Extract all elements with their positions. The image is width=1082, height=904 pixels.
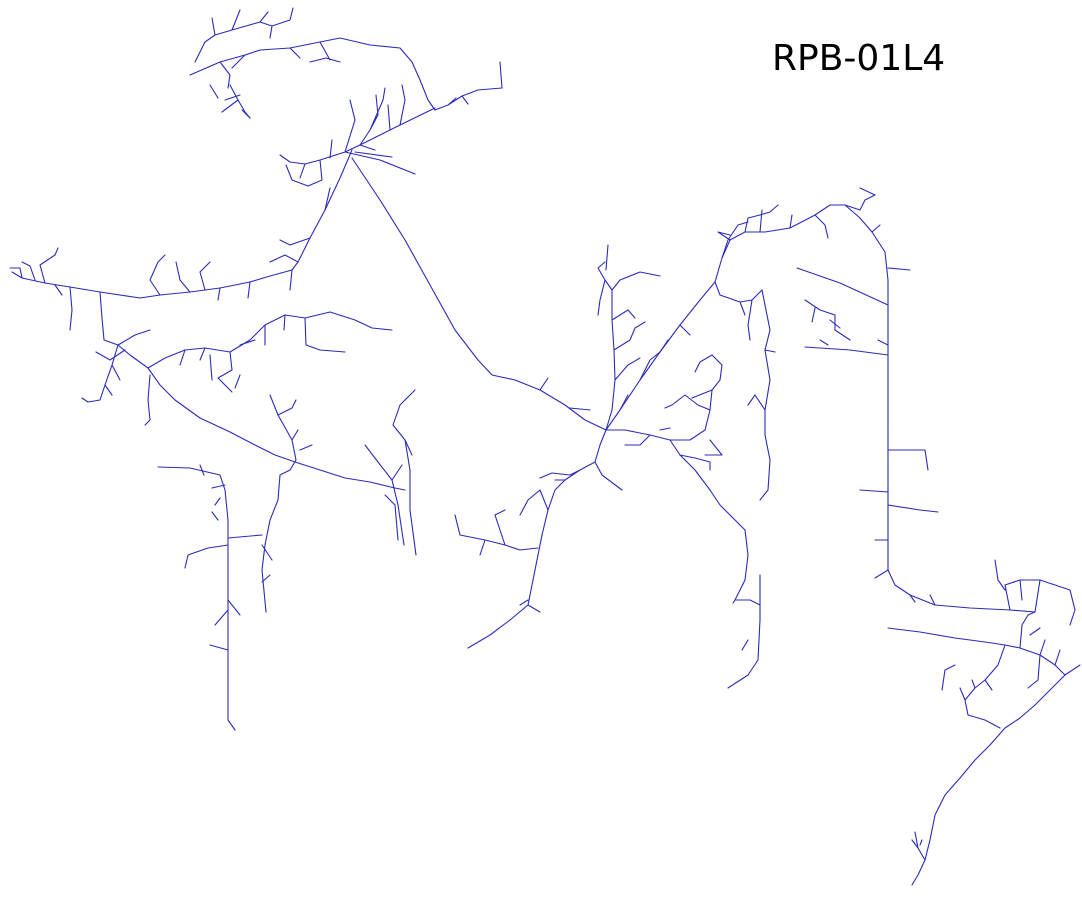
feeder-trunk (12, 150, 352, 298)
feeder-segment (280, 140, 345, 186)
feeder-lines (10, 8, 1080, 885)
feeder-segment (158, 467, 262, 730)
feeder-segment (888, 612, 1080, 675)
feeder-segment (148, 312, 392, 368)
feeder-segment (715, 282, 775, 500)
feeder-segment (625, 428, 670, 445)
feeder-segment (995, 560, 1075, 625)
feeder-segment (210, 85, 250, 118)
feeder-segment (728, 575, 760, 688)
feeder-segment (468, 430, 606, 648)
feeder-segment (262, 500, 278, 612)
feeder-trunk (352, 158, 606, 430)
feeder-segment (520, 462, 622, 612)
feeder-segment (598, 245, 660, 430)
feeder-segment (180, 340, 255, 365)
feeder-segment (606, 430, 760, 605)
feeder-segment (860, 268, 938, 605)
feeder-segment (150, 188, 330, 300)
feeder-segment (1028, 628, 1040, 688)
feeder-segment (200, 465, 225, 488)
feeder-segment (345, 85, 435, 152)
feeder-segment (220, 42, 340, 118)
feeder-segment (210, 315, 345, 392)
feeder-segment (912, 675, 1065, 885)
feeder-segment (435, 62, 502, 110)
feeder-segment (942, 645, 1005, 728)
feeder-trunk (606, 205, 1035, 612)
feeder-segment (365, 445, 404, 545)
feeder-segment (345, 145, 415, 174)
feeder-segment (270, 395, 312, 500)
feeder-segment (10, 248, 72, 330)
feeder-segment (797, 268, 888, 355)
feeder-segment (195, 8, 293, 62)
feeder-segment (455, 510, 538, 555)
feeder-segment (665, 355, 722, 470)
